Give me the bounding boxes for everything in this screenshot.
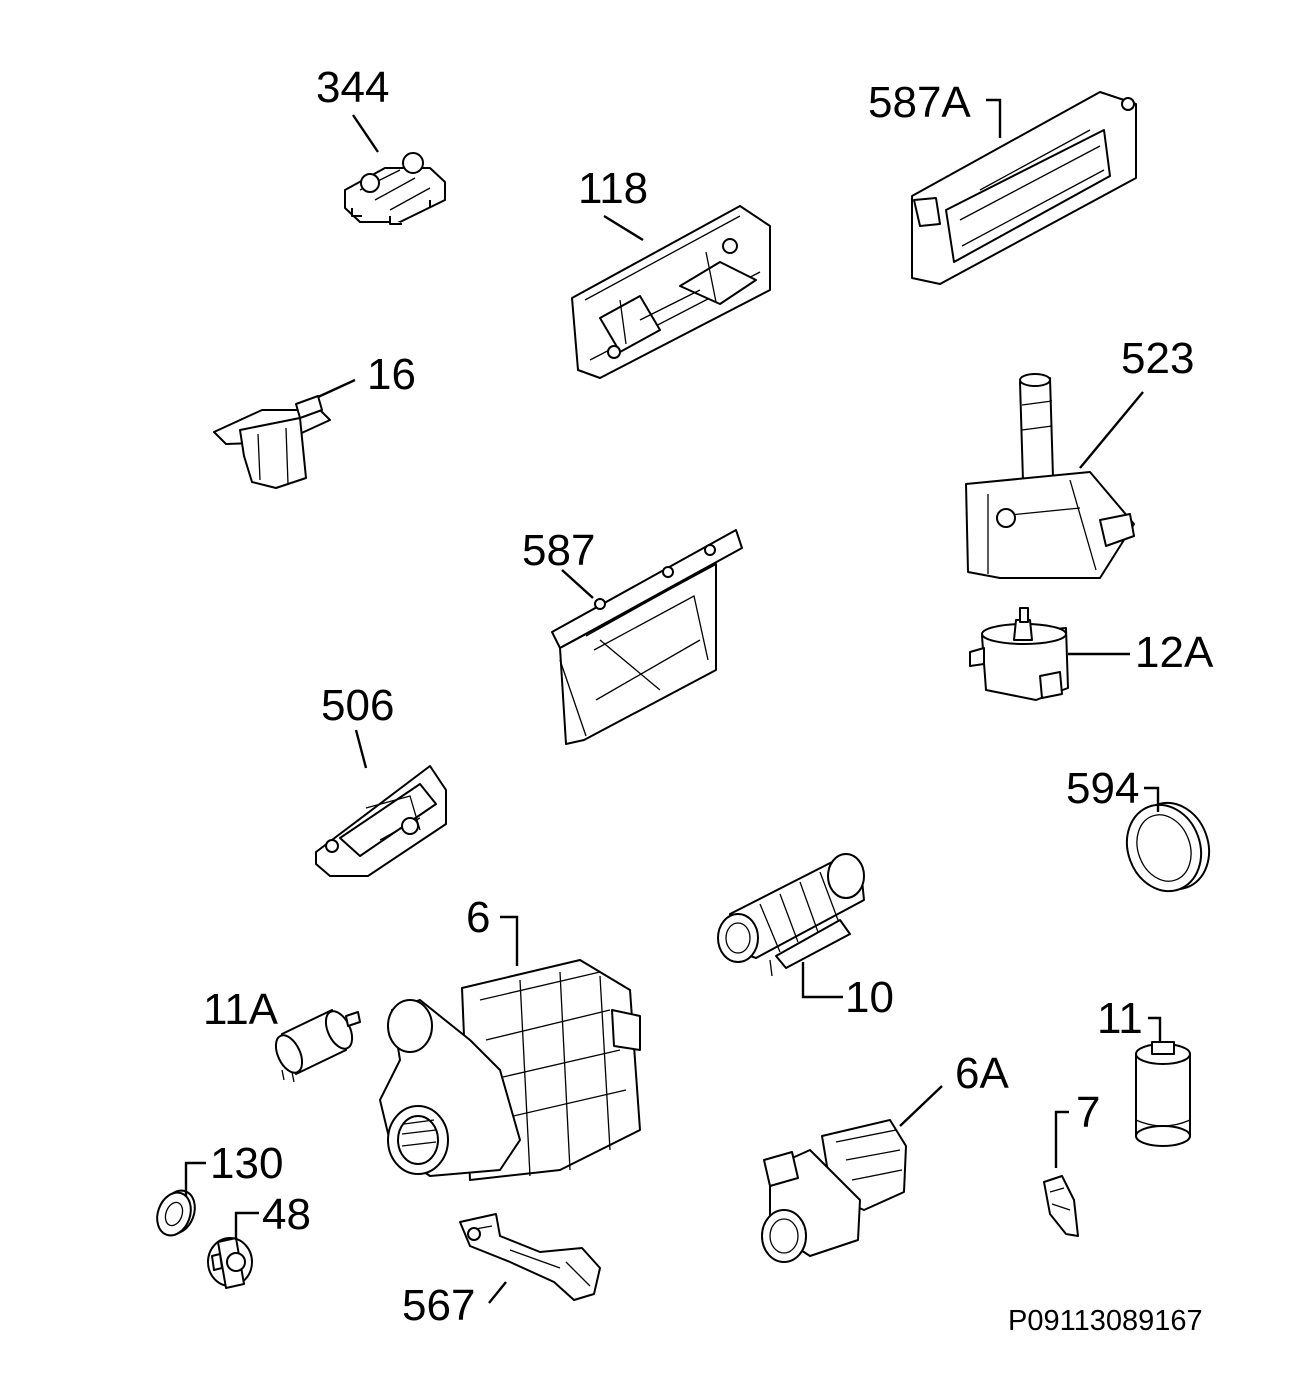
label-6: 6	[466, 893, 490, 942]
leader-506	[354, 729, 368, 769]
leader-523	[1079, 391, 1144, 469]
label-118: 118	[578, 164, 648, 213]
leader-16	[317, 378, 356, 399]
capacitor-icon	[274, 1009, 361, 1083]
label-130: 130	[210, 1139, 283, 1188]
label-567: 567	[402, 1281, 475, 1330]
sensor-bracket-icon	[965, 373, 1135, 579]
part-6A: 6A	[761, 1049, 1009, 1263]
label-587A: 587A	[868, 78, 971, 127]
gasket-icon	[156, 1189, 196, 1237]
clip-icon	[1043, 1175, 1079, 1237]
part-523: 523	[965, 334, 1194, 579]
label-523: 523	[1121, 334, 1194, 383]
leader-6	[500, 915, 519, 966]
part-48: 48	[207, 1190, 311, 1289]
label-587: 587	[522, 526, 595, 575]
part-587: 587	[522, 526, 743, 745]
heater-icon	[717, 853, 865, 977]
holder-bracket-icon	[459, 1213, 601, 1301]
leader-11	[1148, 1016, 1162, 1042]
pressure-switch-icon	[969, 607, 1069, 701]
part-11: 11	[1097, 994, 1191, 1147]
label-10: 10	[845, 973, 894, 1022]
label-594: 594	[1066, 764, 1139, 813]
leader-118	[603, 214, 644, 242]
part-567: 567	[402, 1213, 601, 1330]
part-130: 130	[156, 1139, 283, 1237]
leader-594	[1144, 786, 1160, 812]
part-344: 344	[316, 63, 446, 225]
label-506: 506	[321, 681, 394, 730]
leader-130	[184, 1161, 206, 1196]
circulation-pump-icon	[379, 959, 641, 1181]
leader-344	[352, 114, 379, 153]
leader-48	[234, 1211, 259, 1240]
part-506: 506	[315, 681, 447, 877]
drain-pump-icon	[761, 1119, 907, 1263]
part-118: 118	[571, 164, 771, 379]
part-587A: 587A	[868, 78, 1137, 285]
label-344: 344	[316, 63, 389, 112]
leader-7	[1054, 1110, 1069, 1168]
part-6: 6	[379, 893, 641, 1181]
seal-ring-icon	[1125, 801, 1211, 893]
label-48: 48	[262, 1190, 311, 1239]
diagram-code: P09113089167	[1008, 1305, 1203, 1337]
thermostat-icon	[344, 152, 446, 225]
label-12A: 12A	[1135, 628, 1214, 677]
control-board-icon	[571, 205, 771, 379]
part-11A: 11A	[203, 985, 361, 1083]
part-16: 16	[213, 350, 416, 489]
plug-icon	[207, 1237, 253, 1289]
display-board-icon	[911, 91, 1137, 285]
part-10: 10	[717, 853, 894, 1022]
label-6A: 6A	[955, 1049, 1009, 1098]
capacitor-can-icon	[1135, 1041, 1191, 1147]
bracket-frame-icon	[551, 529, 743, 745]
part-594: 594	[1066, 764, 1211, 893]
part-12A: 12A	[969, 607, 1214, 701]
leader-567	[488, 1281, 507, 1304]
part-7: 7	[1043, 1088, 1100, 1237]
leader-587A	[986, 98, 1002, 138]
label-16: 16	[367, 350, 416, 399]
door-lock-icon	[315, 765, 447, 877]
label-7: 7	[1076, 1088, 1100, 1137]
leader-10	[801, 962, 843, 999]
label-11A: 11A	[203, 985, 279, 1034]
label-11: 11	[1097, 994, 1143, 1043]
leader-6A	[899, 1085, 943, 1127]
leader-587	[561, 569, 594, 599]
switch-icon	[213, 395, 331, 489]
